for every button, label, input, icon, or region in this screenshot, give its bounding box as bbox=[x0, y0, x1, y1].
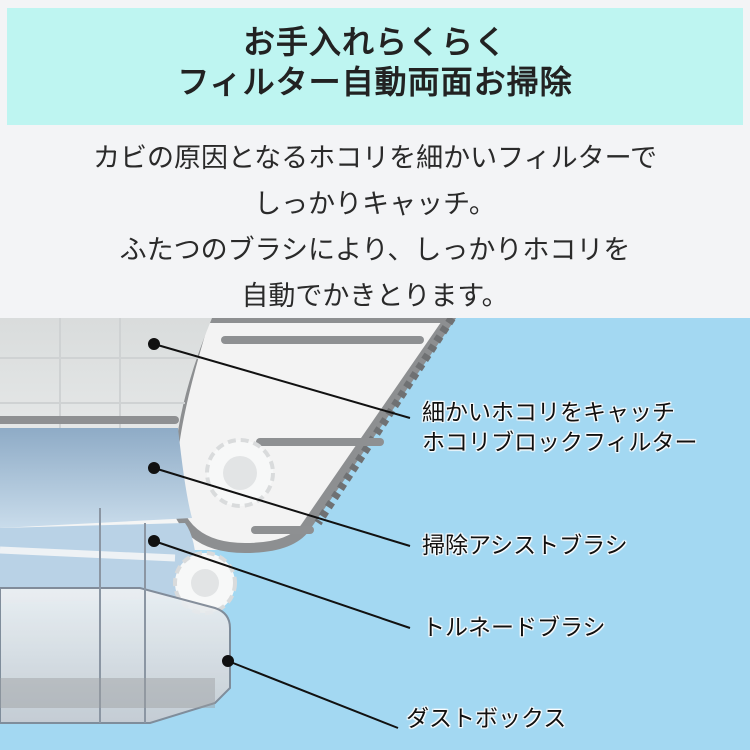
title-banner: お手入れらくらく フィルター自動両面お掃除 bbox=[7, 8, 743, 125]
description-line: ふたつのブラシにより、しっかりホコリを bbox=[119, 235, 631, 266]
title-line-1: お手入れらくらく bbox=[242, 23, 507, 61]
description-line: カビの原因となるホコリを細かいフィルターで bbox=[92, 143, 658, 174]
description-line: 自動でかきとります。 bbox=[241, 281, 509, 312]
label-dust-box: ダストボックス bbox=[406, 704, 566, 734]
label-filter-line-2: ホコリブロックフィルター bbox=[422, 430, 698, 456]
label-dust-block-filter: 細かいホコリをキャッチ ホコリブロックフィルター bbox=[422, 398, 698, 458]
label-tornado-brush-text: トルネードブラシ bbox=[422, 615, 606, 641]
filter-cutaway-diagram bbox=[0, 318, 457, 729]
label-tornado-brush: トルネードブラシ bbox=[422, 613, 606, 643]
title-line-2: フィルター自動両面お掃除 bbox=[177, 63, 573, 101]
label-assist-brush: 掃除アシストブラシ bbox=[422, 531, 628, 561]
product-illustration: 細かいホコリをキャッチ ホコリブロックフィルター 掃除アシストブラシ トルネード… bbox=[0, 318, 750, 750]
label-dust-box-text: ダストボックス bbox=[406, 706, 567, 732]
label-assist-brush-text: 掃除アシストブラシ bbox=[422, 533, 628, 559]
description-line: しっかりキャッチ。 bbox=[254, 189, 496, 220]
description: カビの原因となるホコリを細かいフィルターで しっかりキャッチ。 ふたつのブラシに… bbox=[0, 136, 750, 320]
label-filter-line-1: 細かいホコリをキャッチ bbox=[422, 400, 675, 426]
